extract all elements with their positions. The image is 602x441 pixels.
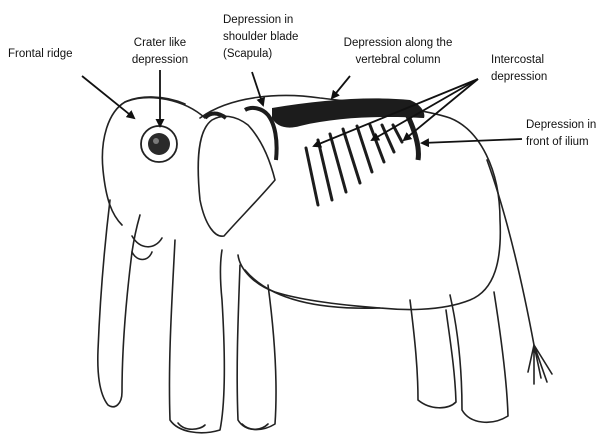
trunk-outline	[98, 200, 140, 407]
tail	[487, 160, 534, 345]
eye-crater	[141, 126, 177, 162]
scapula-depression	[245, 108, 277, 160]
arrow-ilium	[422, 139, 522, 143]
front-left-leg	[169, 240, 224, 433]
label-frontal-ridge: Frontal ridge	[8, 46, 73, 63]
arrow-scapula	[252, 72, 263, 105]
label-ilium-depression: Depression in front of ilium	[526, 117, 596, 151]
label-crater-like-depression: Crater like depression	[122, 35, 198, 69]
label-intercostal-depression: Intercostal depression	[491, 52, 547, 86]
rear-right-leg	[410, 300, 456, 408]
body-outline	[200, 95, 500, 309]
intercostal-stripes	[306, 125, 402, 205]
rear-left-leg	[450, 292, 508, 422]
label-vertebral-column-depression: Depression along the vertebral column	[330, 35, 466, 69]
arrow-vertebral	[332, 76, 350, 98]
belly-outline	[245, 270, 380, 308]
ear-outline	[198, 116, 275, 236]
label-shoulder-blade-depression: Depression in shoulder blade (Scapula)	[223, 12, 298, 63]
arrow-frontal-ridge	[82, 76, 134, 118]
